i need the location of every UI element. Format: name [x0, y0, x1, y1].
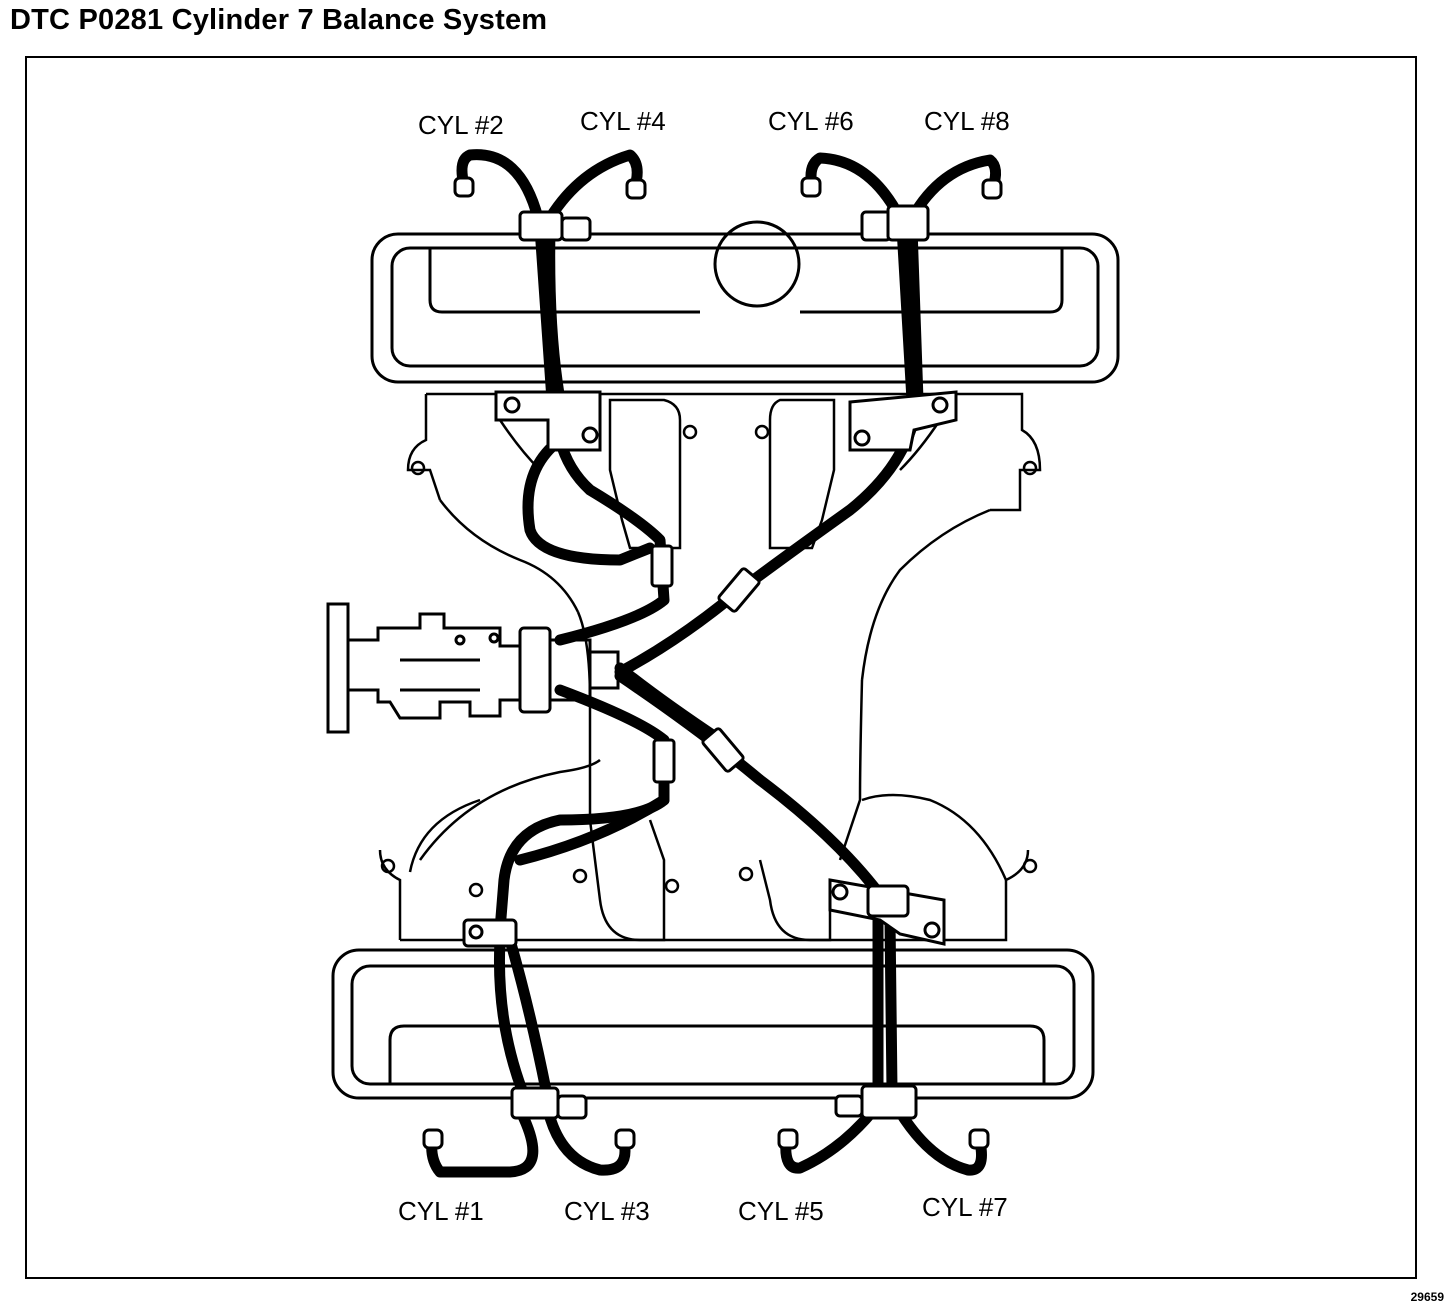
label-cyl-2: CYL #2 [418, 110, 504, 140]
diagram-frame [25, 56, 1417, 1279]
label-cyl-4: CYL #4 [580, 106, 666, 136]
fuel-regulator-assembly [326, 602, 620, 734]
label-cyl-3: CYL #3 [564, 1196, 650, 1226]
label-cyl-8: CYL #8 [924, 106, 1010, 136]
lower-valve-cover [331, 948, 1095, 1100]
line-fittings [422, 176, 1003, 1150]
label-cyl-7: CYL #7 [922, 1192, 1008, 1222]
label-cyl-6: CYL #6 [768, 106, 854, 136]
upper-valve-cover [370, 220, 1120, 384]
label-cyl-1: CYL #1 [398, 1196, 484, 1226]
label-cyl-5: CYL #5 [738, 1196, 824, 1226]
figure-number: 29659 [1410, 1290, 1444, 1304]
diagram-title: DTC P0281 Cylinder 7 Balance System [10, 4, 548, 36]
fuel-lines [426, 149, 1001, 1178]
intake-manifold [378, 392, 1042, 942]
